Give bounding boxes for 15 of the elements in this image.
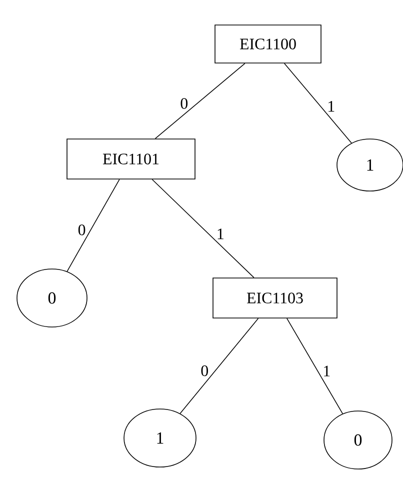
tree-branch [154, 63, 246, 139]
decision-box: EIC1101 [66, 138, 196, 180]
edge-label: 1 [322, 364, 332, 378]
tree-branch [284, 63, 352, 144]
tree-branch [180, 318, 259, 414]
edge-label: 0 [200, 364, 210, 378]
edge-label: 0 [179, 97, 190, 110]
edge-label: 1 [326, 100, 336, 113]
edge-label: 1 [215, 228, 226, 240]
decision-box: EIC1103 [212, 278, 338, 318]
tree-branch [152, 179, 254, 278]
decision-box: EIC1100 [214, 24, 322, 64]
tree-branch [286, 318, 344, 414]
edge-label: 0 [76, 224, 87, 236]
tree-branch [66, 179, 120, 272]
